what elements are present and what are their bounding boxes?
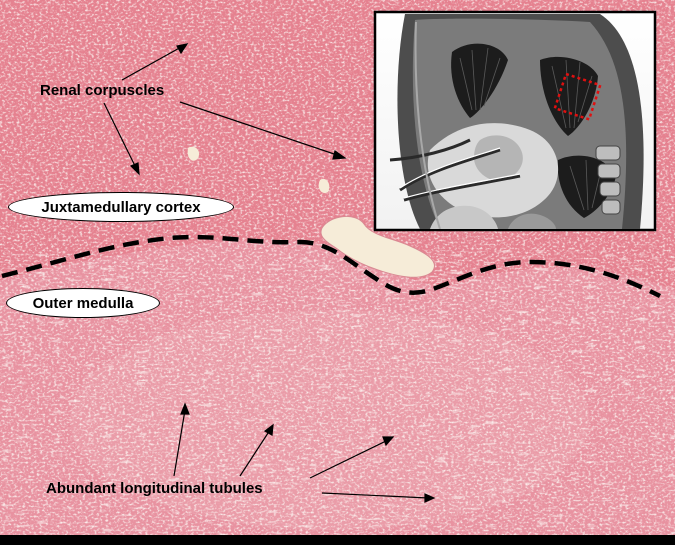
arrow-head — [176, 43, 189, 55]
small-lumen — [187, 146, 200, 161]
pyramid-striations — [459, 47, 603, 211]
arrow-line — [309, 439, 389, 479]
arrow-head — [129, 162, 140, 176]
pyramid-shape — [451, 43, 508, 119]
corticomedullary-boundary-line — [1, 234, 662, 299]
arrow-head — [382, 436, 395, 447]
vessel-highlights — [399, 147, 521, 199]
arrow-line — [179, 101, 341, 157]
small-lumen — [318, 178, 330, 194]
arrow-head — [332, 150, 347, 160]
arrow-line — [173, 409, 186, 477]
arrow-head — [424, 493, 436, 503]
renal-corpuscle-arrows — [103, 43, 347, 176]
arrow-head — [180, 402, 190, 415]
abundant-longitudinal-tubules-label: Abundant longitudinal tubules — [46, 480, 263, 497]
juxtamedullary-cortex-label: Juxtamedullary cortex — [8, 192, 234, 222]
arrow-line — [239, 429, 271, 477]
outer-medulla-label: Outer medulla — [6, 288, 160, 318]
calyx-shape — [474, 135, 523, 181]
ureter-shape — [430, 205, 498, 229]
vessel-lumen — [320, 216, 435, 278]
capsule-highlight — [414, 21, 441, 229]
arrow-head — [263, 423, 274, 436]
arrow-line — [103, 102, 138, 171]
tubule-arrows — [173, 402, 436, 503]
arrow-line — [121, 45, 184, 81]
renal-corpuscles-label: Renal corpuscles — [40, 82, 165, 99]
vertebra-shape — [595, 145, 621, 215]
lower-shape — [508, 213, 556, 229]
kidney-inset — [373, 10, 657, 232]
renal-vessels — [389, 138, 521, 202]
arrow-line — [321, 492, 429, 499]
